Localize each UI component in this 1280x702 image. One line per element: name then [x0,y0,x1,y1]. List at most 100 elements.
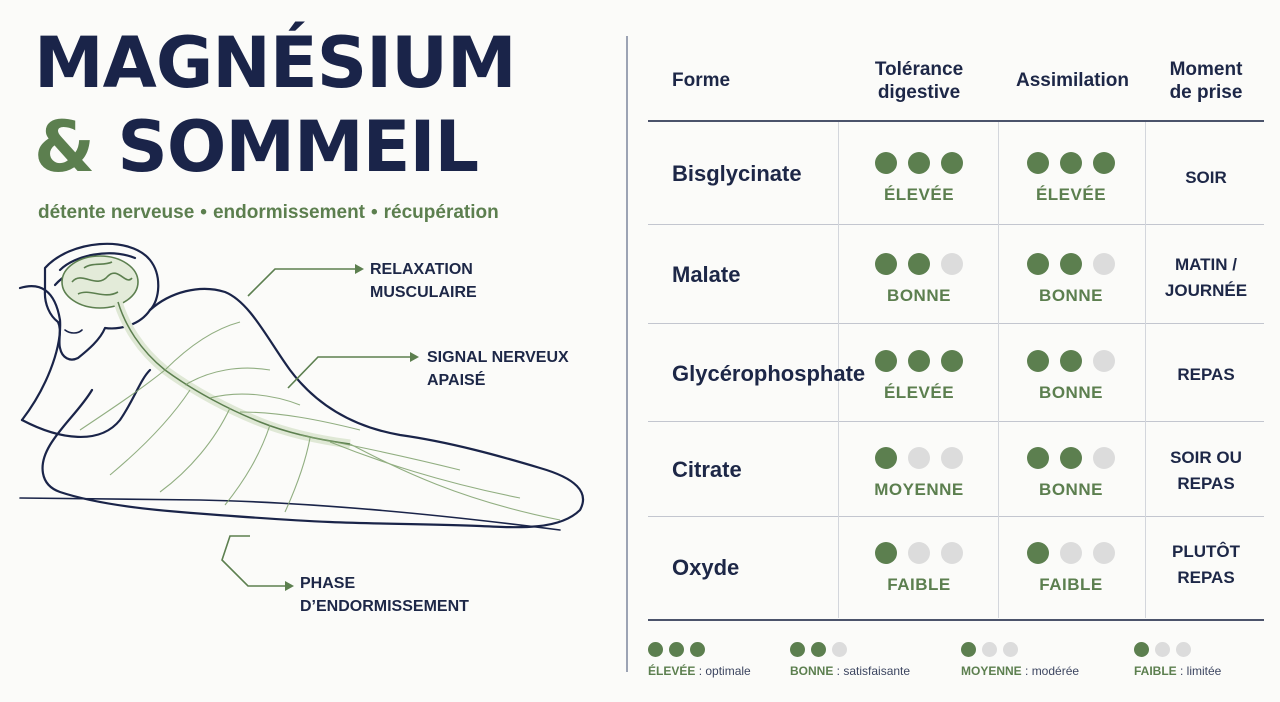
rating-dot-filled [875,152,897,174]
vertical-divider [626,36,628,672]
rating-dots [854,152,984,174]
legend-item: BONNE : satisfaisante [790,642,910,678]
subtitle-separator: • [200,202,207,223]
rating-dot-empty [1093,447,1115,469]
moment-line: REPAS [1177,365,1235,384]
moment-cell: PLUTÔT REPAS [1147,539,1265,591]
moment-cell: MATIN / JOURNÉE [1147,252,1265,304]
rating-dots [854,253,984,275]
rating-label: BONNE [887,286,951,305]
rating-dot-filled [1060,447,1082,469]
moment-line: SOIR OU [1170,448,1242,467]
legend-dots [1134,642,1221,657]
rating-dot-empty [1060,542,1082,564]
rating-dot-filled [875,447,897,469]
row-forme: Malate [672,262,741,287]
legend-dots [961,642,1079,657]
rating-dot-filled [1027,350,1049,372]
rating-label: FAIBLE [1039,575,1103,594]
nerve-branch [184,367,271,386]
rating-dot-empty [941,253,963,275]
arrow-signal [287,356,410,389]
row-divider [648,516,1264,517]
rating-dot-empty [941,447,963,469]
assimilation-cell: ÉLEVÉE [1006,152,1136,205]
legend-dots [648,642,751,657]
title-ampersand: & [34,106,95,188]
nerve-branch [224,424,271,506]
rating-dot-filled [961,642,976,657]
rating-dots [854,447,984,469]
head-outline [43,242,160,361]
nerve-branch [79,369,166,431]
legend-desc: : optimale [695,664,751,678]
brain-fold [83,261,113,269]
rating-dot-empty [1093,350,1115,372]
legend-key: ÉLEVÉE [648,664,696,678]
rating-dot-filled [1027,447,1049,469]
arm-outline [20,368,152,439]
subtitle: détente nerveuse•endormissement•récupéra… [38,202,499,224]
nerve-branch [299,434,461,471]
subtitle-item: endormissement [212,202,365,223]
moment-cell: SOIR OU REPAS [1147,445,1265,497]
subtitle-item: détente nerveuse [38,202,195,223]
rating-dot-filled [1060,350,1082,372]
annotation-line: SIGNAL NERVEUX [427,349,569,366]
arrow-phase [221,535,285,587]
annotation-relaxation: RELAXATION MUSCULAIRE [370,258,477,304]
title-magnesium: MAGNÉSIUM [34,22,517,104]
arrow-relaxation [247,268,355,297]
title-sommeil-word: SOMMEIL [117,106,479,188]
assimilation-cell: BONNE [1006,350,1136,403]
row-divider [648,323,1264,324]
tolerance-cell: BONNE [854,253,984,306]
rating-dot-filled [1027,152,1049,174]
rating-dot-filled [1093,152,1115,174]
rating-label: ÉLEVÉE [1035,185,1107,204]
row-divider [648,421,1264,422]
rating-dot-filled [941,152,963,174]
subtitle-item: récupération [383,202,499,223]
row-divider [648,224,1264,225]
annotation-line: D’ENDORMISSEMENT [300,598,469,615]
rating-dots [1006,542,1136,564]
row-forme: Oxyde [672,555,740,580]
rating-label: BONNE [1039,286,1103,305]
header-tolerance-line: Tolérance [874,59,964,80]
nerve-branch [164,321,241,371]
rating-label: BONNE [1039,383,1103,402]
annotation-signal: SIGNAL NERVEUX APAISÉ [427,346,569,392]
rating-dot-filled [648,642,663,657]
annotation-line: MUSCULAIRE [370,284,477,301]
rating-dot-filled [875,542,897,564]
tolerance-cell: MOYENNE [854,447,984,500]
rating-dot-empty [982,642,997,657]
rating-dot-empty [1176,642,1191,657]
header-moment-line: Moment [1169,59,1243,80]
closed-eye [64,329,83,334]
rating-dot-filled [908,350,930,372]
sleeping-person-illustration [18,242,585,591]
nerve-branch [109,389,191,476]
header-tolerance-line: digestive [877,82,961,103]
arrow-head [285,581,294,591]
column-divider [838,122,839,618]
nerve-branch [159,407,231,493]
tolerance-cell: ÉLEVÉE [854,350,984,403]
moment-line: MATIN / [1174,255,1237,274]
legend-item: FAIBLE : limitée [1134,642,1221,678]
brain-fold [71,272,133,283]
rating-dots [854,542,984,564]
annotation-line: APAISÉ [427,372,486,389]
brain-fold [77,291,119,296]
rating-label: ÉLEVÉE [883,383,955,402]
moment-line: PLUTÔT [1172,542,1240,561]
header-forme: Forme [672,70,731,91]
rating-dot-filled [875,253,897,275]
rating-dot-filled [908,253,930,275]
legend-desc: : limitée [1176,664,1222,678]
column-divider [998,122,999,618]
legend-item: MOYENNE : modérée [961,642,1079,678]
legend-key: BONNE [790,664,834,678]
